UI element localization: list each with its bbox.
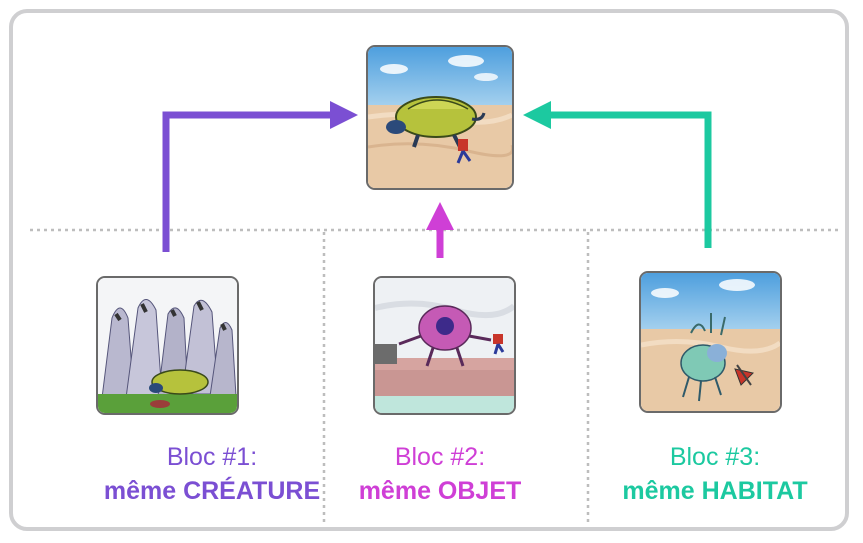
arrow-bloc3 (548, 111, 712, 248)
bloc2-label: Bloc #2: même OBJET (330, 440, 550, 508)
arrow-bloc2-head (426, 202, 454, 230)
bloc1-image (96, 276, 239, 415)
bloc3-subtitle: même HABITAT (622, 477, 808, 505)
arrow-bloc3-head (523, 101, 551, 129)
target-image (366, 45, 514, 190)
bloc2-image (373, 276, 516, 415)
bloc1-subtitle: même CRÉATURE (103, 477, 321, 505)
bloc3-image (639, 271, 782, 413)
arrow-bloc1 (162, 111, 333, 252)
bloc1-label: Bloc #1: même CRÉATURE (102, 440, 322, 508)
bloc3-label: Bloc #3: même HABITAT (600, 440, 830, 508)
arrow-bloc1-head (330, 101, 358, 129)
bloc2-subtitle: même OBJET (358, 477, 522, 505)
bloc3-title: Bloc #3: (669, 443, 761, 471)
bloc1-title: Bloc #1: (166, 443, 258, 471)
bloc2-title: Bloc #2: (394, 443, 486, 471)
